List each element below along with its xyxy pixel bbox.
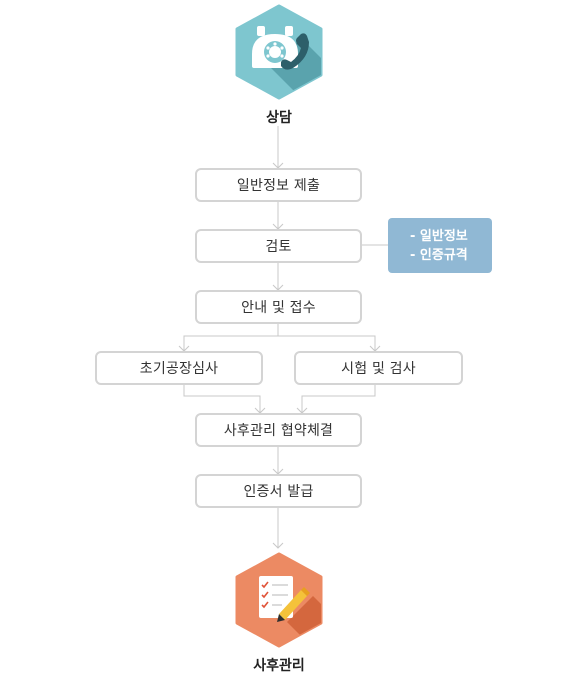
step-guide-receipt: 안내 및 접수 <box>195 290 362 324</box>
review-note: - 일반정보 - 인증규격 <box>388 218 492 273</box>
document-pen-icon <box>259 576 310 622</box>
review-note-item: - 일반정보 <box>410 229 468 244</box>
review-note-item: - 인증규격 <box>410 248 468 263</box>
consult-step-label: 상담 <box>266 110 292 126</box>
aftercare-step-label: 사후관리 <box>253 658 305 674</box>
aftercare-step-icon-hexagon <box>235 552 323 652</box>
phone-icon <box>252 26 309 70</box>
step-test-inspection: 시험 및 검사 <box>294 351 463 385</box>
step-issue-certificate: 인증서 발급 <box>195 474 362 508</box>
consult-step-icon-hexagon <box>235 4 323 104</box>
step-contract: 사후관리 협약체결 <box>195 413 362 447</box>
step-submit-info: 일반정보 제출 <box>195 168 362 202</box>
step-factory-inspection: 초기공장심사 <box>95 351 263 385</box>
step-review: 검토 <box>195 229 362 263</box>
